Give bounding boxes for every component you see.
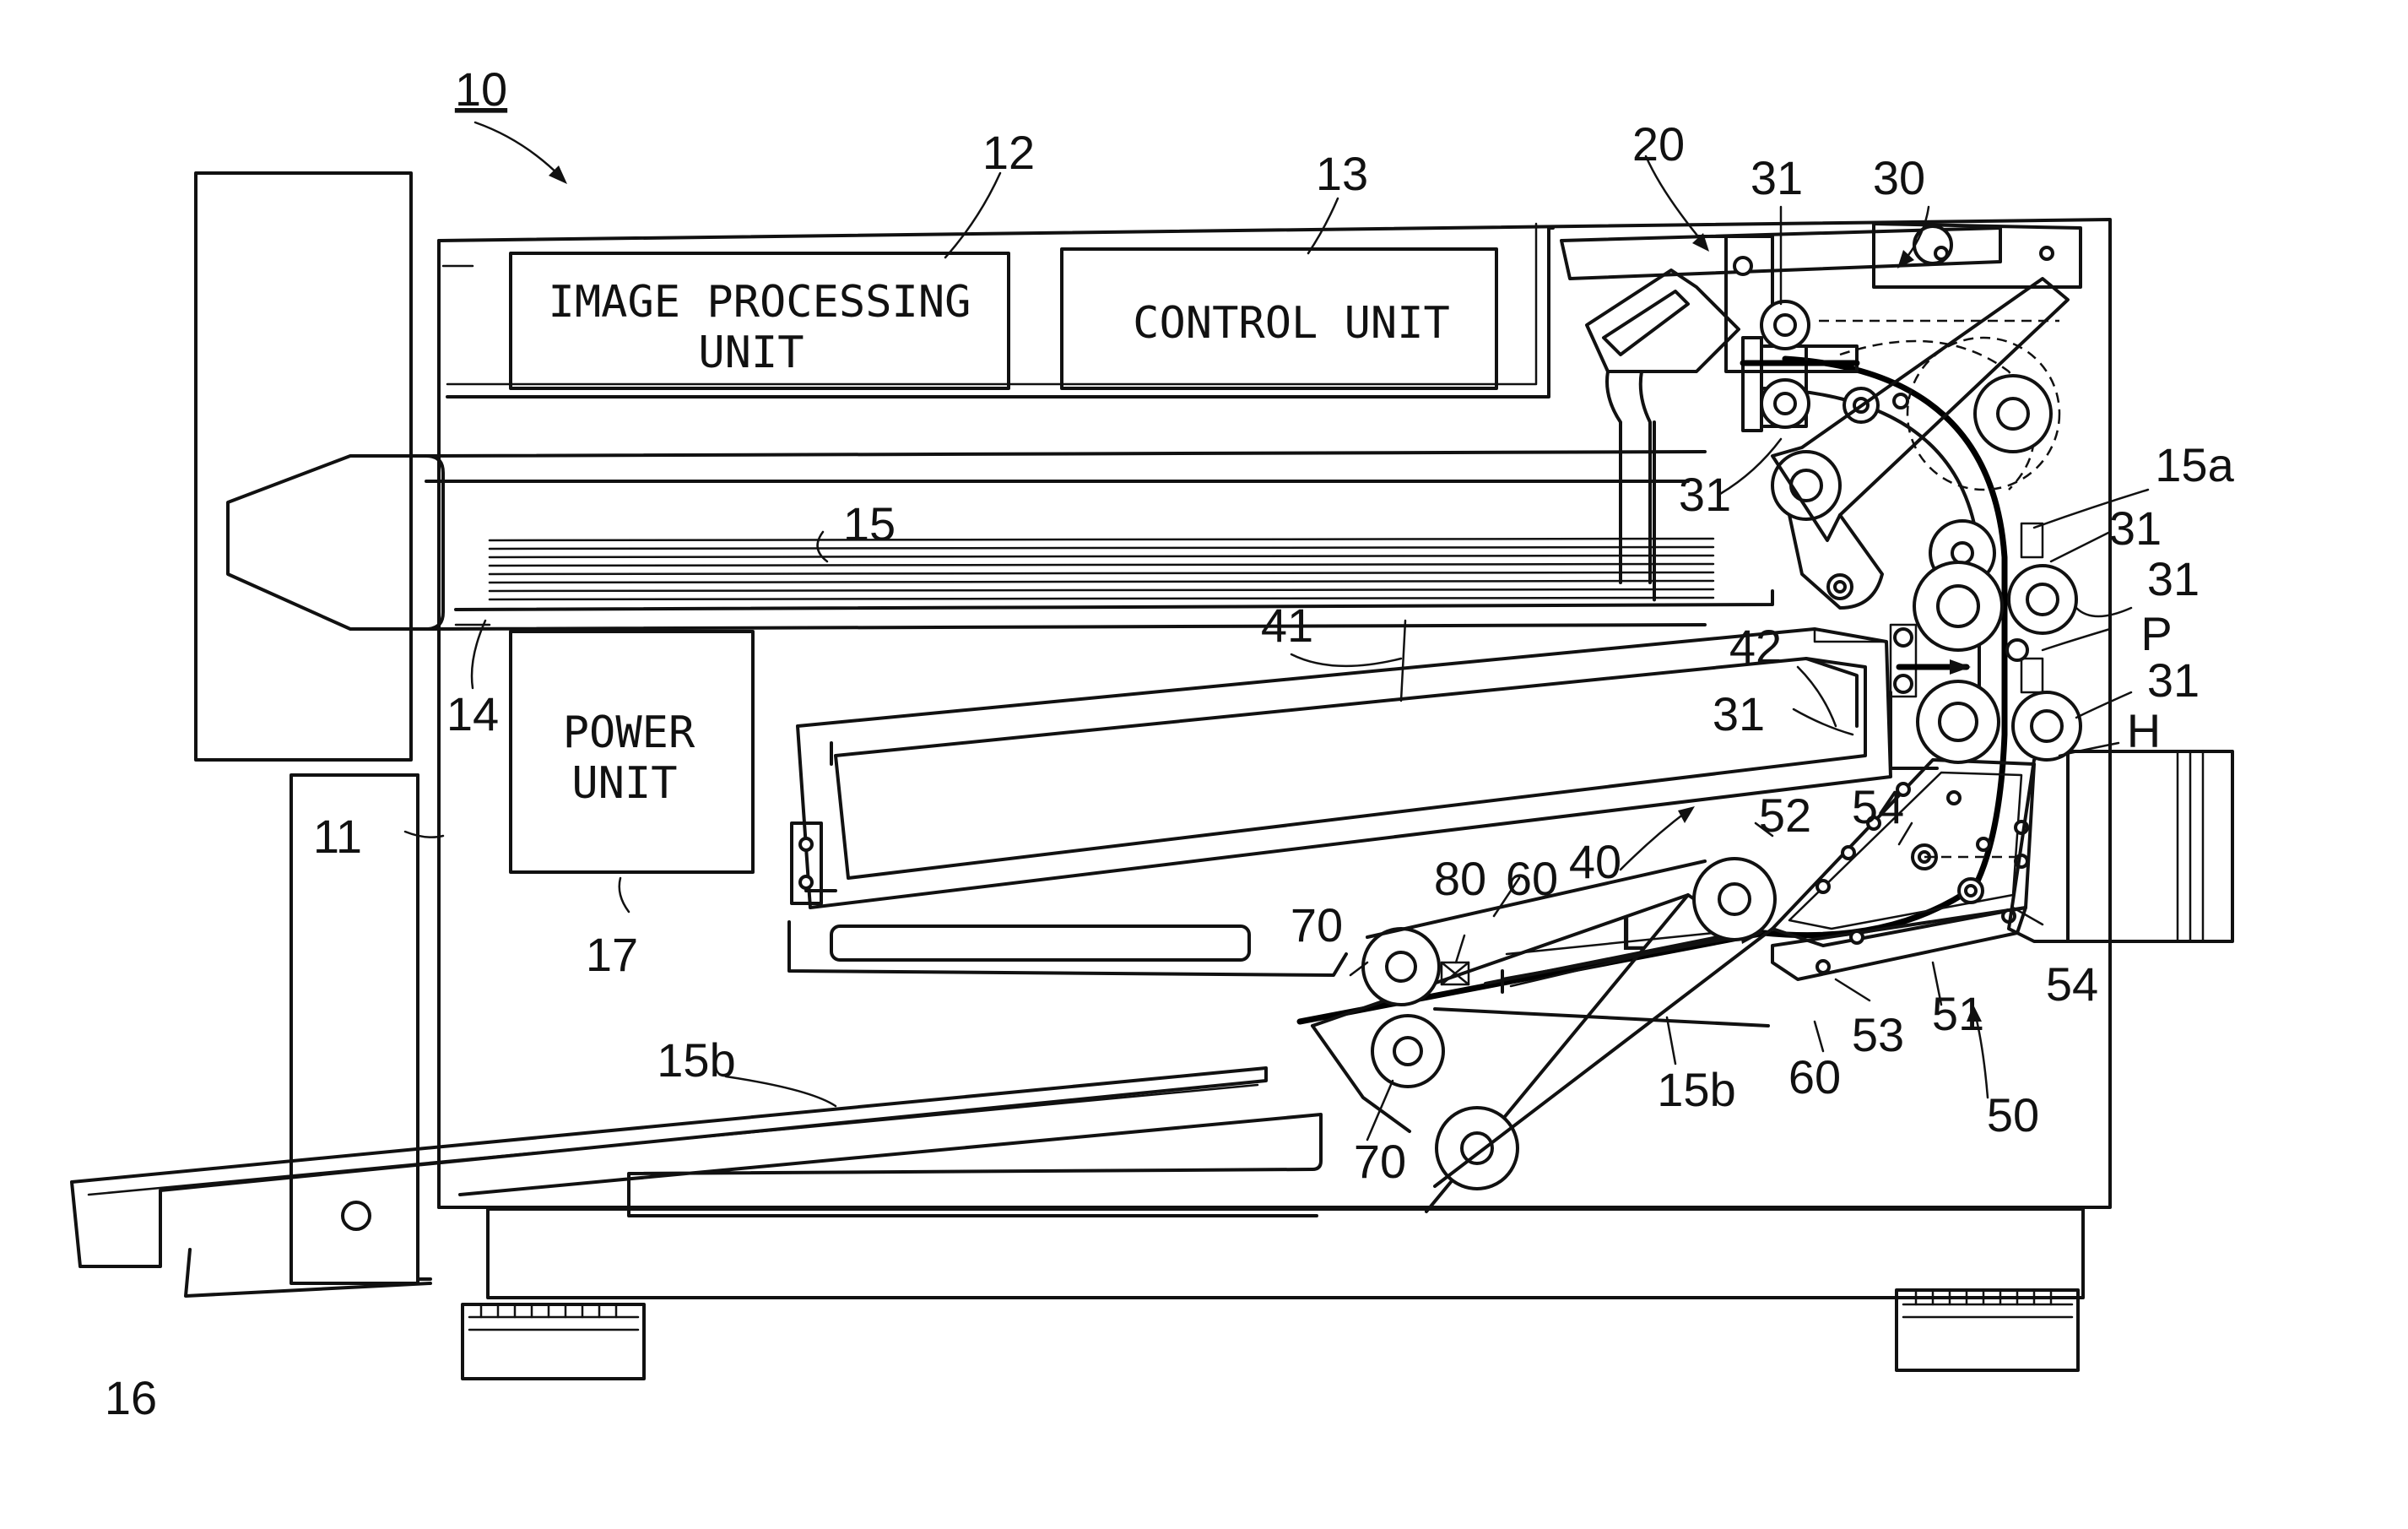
- ref-control-unit: 13: [1316, 147, 1368, 200]
- ref-image-processing-unit: 12: [982, 126, 1035, 179]
- power-unit-label-line2: UNIT: [571, 758, 677, 809]
- ref-output-tray: 16: [105, 1371, 157, 1424]
- image-processing-label-line1: IMAGE PROCESSING: [549, 277, 971, 328]
- ref-tray: 14: [446, 687, 499, 740]
- ref-unit-52: 52: [1759, 789, 1811, 842]
- control-unit-label: CONTROL UNIT: [1133, 298, 1450, 349]
- ref-device: 10: [455, 62, 507, 116]
- output-tray: [72, 1068, 1321, 1296]
- ref-roller-31-r1: 31: [2109, 502, 2162, 555]
- ref-unit-30: 30: [1873, 151, 1925, 204]
- ref-unit-60-bottom: 60: [1788, 1050, 1841, 1103]
- ref-roller-31-r2: 31: [2147, 552, 2200, 605]
- ref-roller-31-left: 31: [1679, 468, 1731, 521]
- fixing-rollers: [1891, 521, 2081, 768]
- registration-rollers: [1743, 279, 2068, 608]
- ref-letter-L: L: [1620, 907, 1646, 960]
- scanner-head: [196, 173, 1705, 760]
- ref-power-unit: 17: [586, 928, 638, 981]
- ref-unit-50: 50: [1987, 1088, 2039, 1141]
- ref-path-15b-mid: 15b: [1657, 1063, 1735, 1116]
- ref-unit-70-top: 70: [1291, 898, 1343, 952]
- ref-unit-41: 41: [1261, 599, 1313, 652]
- ref-unit-51: 51: [1932, 987, 1984, 1040]
- ref-roller-31-top: 31: [1751, 151, 1803, 204]
- image-processing-unit-box: IMAGE PROCESSING UNIT: [511, 253, 1009, 388]
- ref-unit-70-bottom: 70: [1354, 1135, 1406, 1188]
- ref-housing: 11: [313, 810, 362, 863]
- ref-unit-40: 40: [1569, 835, 1621, 888]
- ref-unit-54-right: 54: [2046, 957, 2098, 1011]
- ref-path-15b-left: 15b: [657, 1033, 735, 1087]
- ref-sheet: 15: [843, 497, 896, 550]
- drive-motor: [2068, 751, 2232, 941]
- ref-unit-42: 42: [1729, 620, 1782, 673]
- ref-sensor-80: 80: [1434, 852, 1486, 905]
- power-unit-box: POWER UNIT: [511, 632, 753, 872]
- ref-roller-31-mid: 31: [1713, 687, 1765, 740]
- ref-letter-H: H: [2127, 704, 2161, 757]
- ref-roller-31-r3: 31: [2147, 653, 2200, 707]
- ref-path-15a: 15a: [2155, 438, 2234, 491]
- control-unit-box: CONTROL UNIT: [1062, 249, 1496, 388]
- ref-unit-54-top: 54: [1852, 780, 1904, 833]
- ref-unit-60-top: 60: [1506, 852, 1558, 905]
- image-processing-label-line2: UNIT: [698, 328, 804, 378]
- ref-unit-53: 53: [1852, 1008, 1904, 1061]
- power-unit-label-line1: POWER: [563, 708, 695, 758]
- ref-unit-20: 20: [1632, 117, 1685, 171]
- ref-letter-P: P: [2140, 607, 2172, 660]
